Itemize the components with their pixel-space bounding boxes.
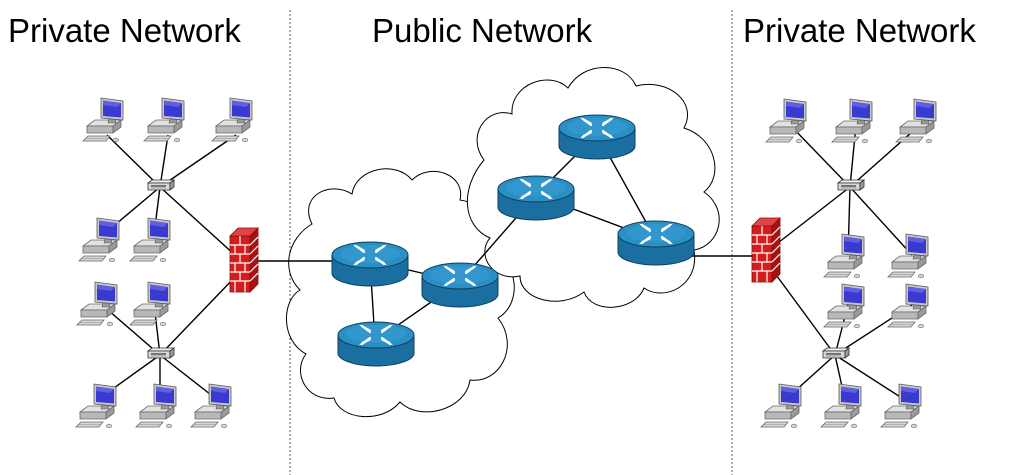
router-icon bbox=[336, 320, 416, 368]
workstations-left bbox=[75, 97, 253, 429]
router-icon bbox=[496, 174, 576, 222]
desktop-computer-icon bbox=[129, 281, 171, 327]
desktop-computer-icon bbox=[76, 281, 118, 327]
desktop-computer-icon bbox=[760, 383, 802, 429]
router-icon bbox=[420, 261, 500, 309]
workstations-right bbox=[760, 98, 937, 429]
desktop-computer-icon bbox=[129, 217, 171, 263]
desktop-computer-icon bbox=[135, 383, 177, 429]
brick-firewall-icon bbox=[751, 217, 781, 283]
network-switch-icon bbox=[822, 347, 850, 359]
section-title-private-right: Private Network bbox=[743, 12, 976, 49]
desktop-computer-icon bbox=[823, 233, 865, 279]
desktop-computer-icon bbox=[887, 233, 929, 279]
router-icon bbox=[557, 113, 637, 161]
desktop-computer-icon bbox=[895, 98, 937, 144]
brick-firewall-icon bbox=[229, 227, 259, 293]
router-icon bbox=[330, 240, 410, 288]
desktop-computer-icon bbox=[78, 217, 120, 263]
network-switch-icon bbox=[837, 179, 865, 191]
desktop-computer-icon bbox=[75, 383, 117, 429]
desktop-computer-icon bbox=[880, 383, 922, 429]
router-icon bbox=[616, 219, 696, 267]
desktop-computer-icon bbox=[190, 383, 232, 429]
desktop-computer-icon bbox=[211, 97, 253, 143]
desktop-computer-icon bbox=[82, 97, 124, 143]
section-title-private-left: Private Network bbox=[8, 12, 241, 49]
network-switch-icon bbox=[147, 179, 175, 191]
desktop-computer-icon bbox=[831, 98, 873, 144]
section-title-public: Public Network bbox=[372, 12, 593, 49]
desktop-computer-icon bbox=[820, 383, 862, 429]
network-switch-icon bbox=[147, 347, 175, 359]
desktop-computer-icon bbox=[143, 97, 185, 143]
desktop-computer-icon bbox=[887, 283, 929, 329]
